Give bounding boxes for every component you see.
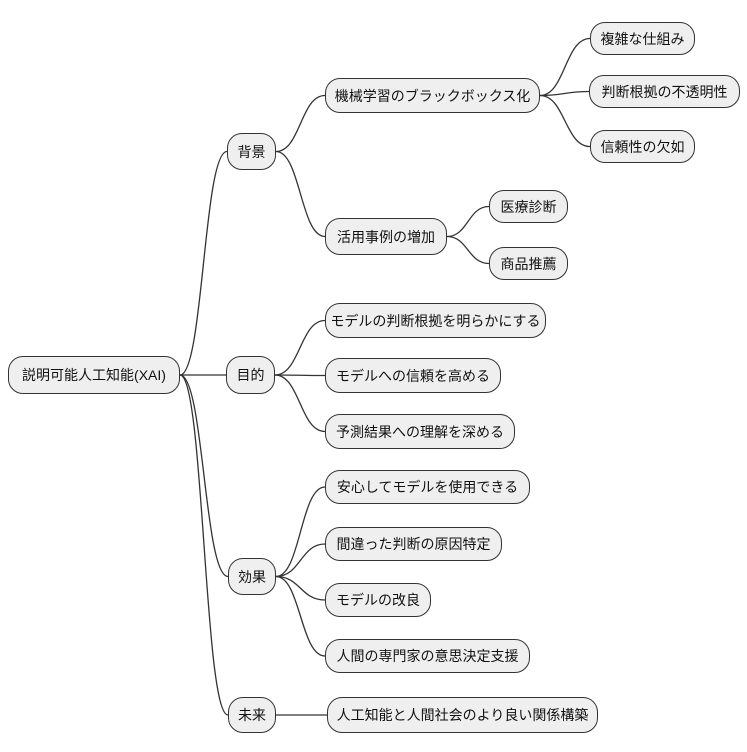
mindmap-node-kankei: 人工知能と人間社会のより良い関係構築	[327, 697, 598, 733]
mindmap-node-blackbox: 機械学習のブラックボックス化	[325, 78, 540, 113]
edge-blackbox-shinrai	[539, 94, 591, 148]
mindmap-node-shinrai: 信頼性の欠如	[590, 130, 695, 163]
mindmap-node-mokuteki: 目的	[226, 356, 275, 394]
edge-kouka-senmonka	[275, 575, 326, 657]
edge-root-mirai	[179, 374, 229, 716]
edge-blackbox-fukuzatsu	[539, 37, 591, 97]
edge-blackbox-handan	[539, 90, 590, 97]
mindmap-node-iryou: 医療診断	[489, 190, 568, 223]
edge-root-kouka	[179, 374, 229, 578]
mindmap-node-root: 説明可能人工知能(XAI)	[8, 356, 180, 394]
mindmap-node-haikei: 背景	[227, 133, 276, 170]
mindmap-node-machigai: 間違った判断の原因特定	[325, 527, 502, 561]
edge-mokuteki-yosoku	[274, 374, 326, 433]
mindmap-node-handan: 判断根拠の不透明性	[589, 75, 740, 108]
edge-mokuteki-konkyo	[274, 319, 326, 376]
mindmap-node-kairyou: モデルの改良	[325, 583, 431, 617]
edge-kouka-kairyou	[275, 575, 326, 601]
edge-haikei-katsuyou	[275, 150, 326, 238]
edge-root-haikei	[179, 150, 228, 376]
mindmap-node-katsuyou: 活用事例の増加	[325, 218, 447, 255]
edge-haikei-blackbox	[275, 94, 326, 153]
edge-katsuyou-iryou	[446, 205, 490, 238]
mindmap-node-konkyo: モデルの判断根拠を明らかにする	[325, 303, 546, 338]
edge-katsuyou-shouhin	[446, 235, 490, 265]
mindmap-node-fukuzatsu: 複雑な仕組み	[590, 22, 695, 55]
edge-kouka-anshin	[275, 486, 326, 578]
mindmap-node-mirai: 未来	[228, 697, 276, 733]
mindmap-node-yosoku: 予測結果への理解を深める	[325, 414, 515, 449]
mindmap-node-senmonka: 人間の専門家の意思決定支援	[325, 639, 530, 673]
mindmap-node-kouka: 効果	[228, 558, 276, 595]
mindmap-node-anshin: 安心してモデルを使用できる	[325, 470, 530, 504]
mindmap-node-shouhin: 商品推薦	[489, 247, 568, 280]
edge-mokuteki-shinraido	[274, 374, 326, 377]
mindmap-node-shinraido: モデルへの信頼を高める	[325, 358, 501, 393]
edge-kouka-machigai	[275, 543, 326, 578]
